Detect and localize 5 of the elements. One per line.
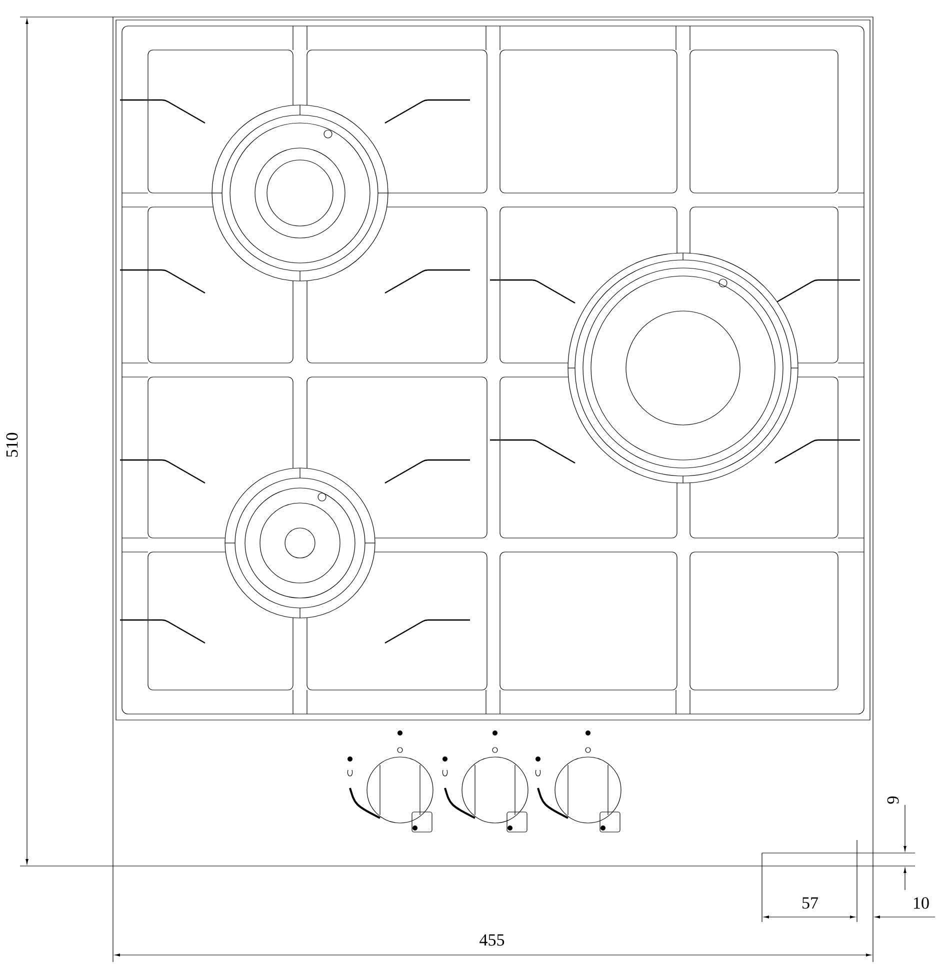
- dimension-value: 10: [914, 897, 929, 909]
- dimension-value: 9: [887, 796, 899, 804]
- dimension-value: 455: [480, 934, 504, 946]
- dimension-value: 510: [6, 432, 18, 457]
- dimension-value: 57: [802, 897, 818, 909]
